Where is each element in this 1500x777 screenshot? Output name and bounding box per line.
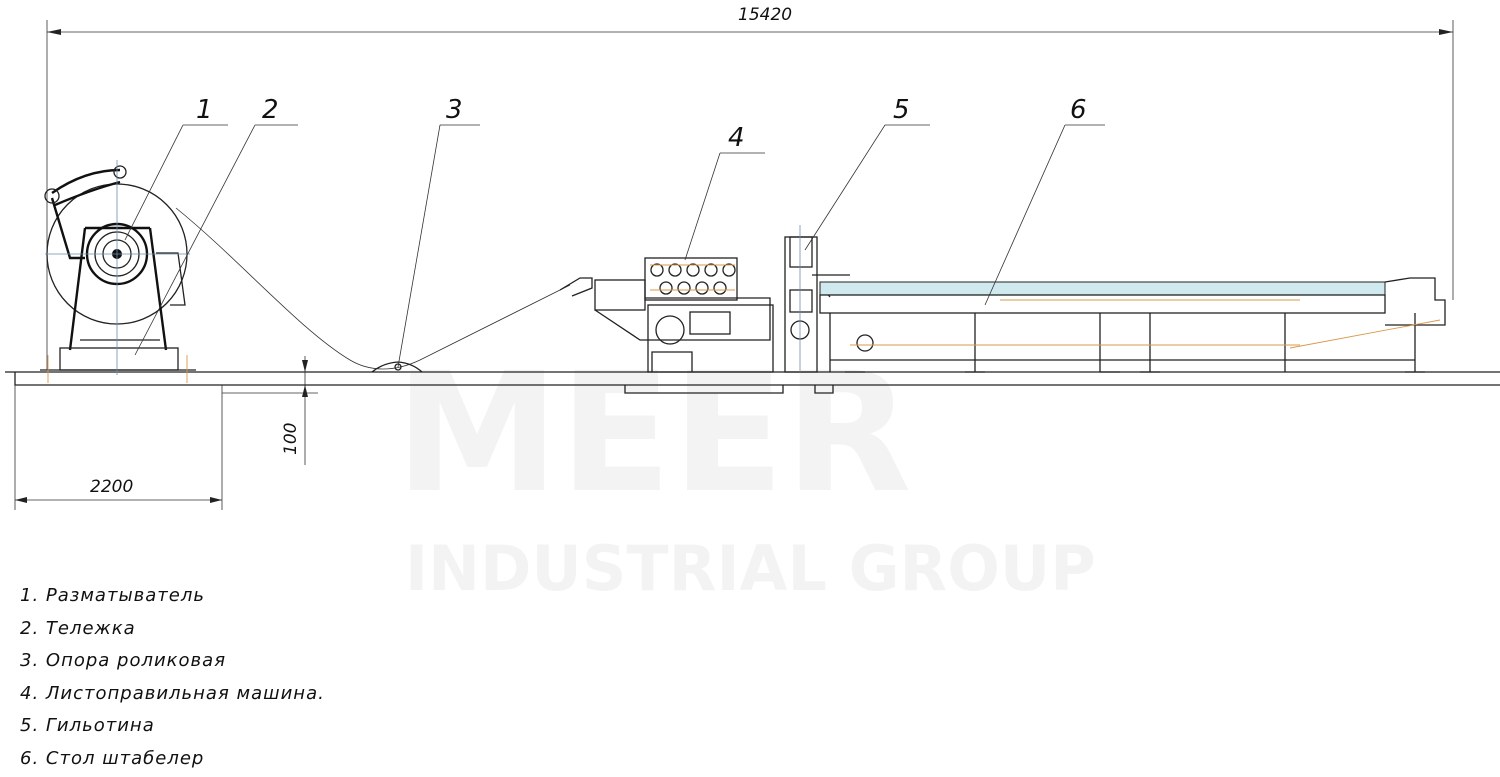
roller-support-roller [394,363,402,371]
overall-dimension: 15420 [46,5,1454,370]
callout-1: 1 [196,95,213,125]
straightening-machine [559,257,774,373]
legend-item: 5. Гильотина [20,715,155,736]
watermark: MEER INDUSTRIAL GROUP [395,337,1096,605]
legend-item: 2. Тележка [20,617,136,639]
watermark-brand: MEER [395,337,912,529]
callout-3: 3 [446,95,463,125]
legend-item: 4. Листоправильная машина. [20,682,325,704]
callout-2: 2 [262,95,279,125]
legend-item: 1. Разматыватель [20,585,205,606]
pit-width-label: 2200 [90,477,133,497]
stacker-table [819,277,1446,373]
callout-5: 5 [893,95,910,125]
pit-depth-label: 100 [281,423,301,455]
equipment-legend: 1. Разматыватель 2. Тележка 3. Опора рол… [20,580,325,775]
callout-6: 6 [1070,95,1087,125]
uncoiler [40,160,196,383]
roller-support [371,361,423,373]
pit-dimensions: 2200 100 [15,356,318,503]
callout-4: 4 [728,123,745,153]
guillotine [784,225,850,373]
legend-item: 3. Опора роликовая [20,650,227,671]
overall-length-label: 15420 [738,5,792,25]
watermark-subtitle: INDUSTRIAL GROUP [405,532,1096,605]
legend-item: 6. Стол штабелер [20,747,205,769]
callouts: 1 2 3 4 5 6 [124,95,1105,368]
